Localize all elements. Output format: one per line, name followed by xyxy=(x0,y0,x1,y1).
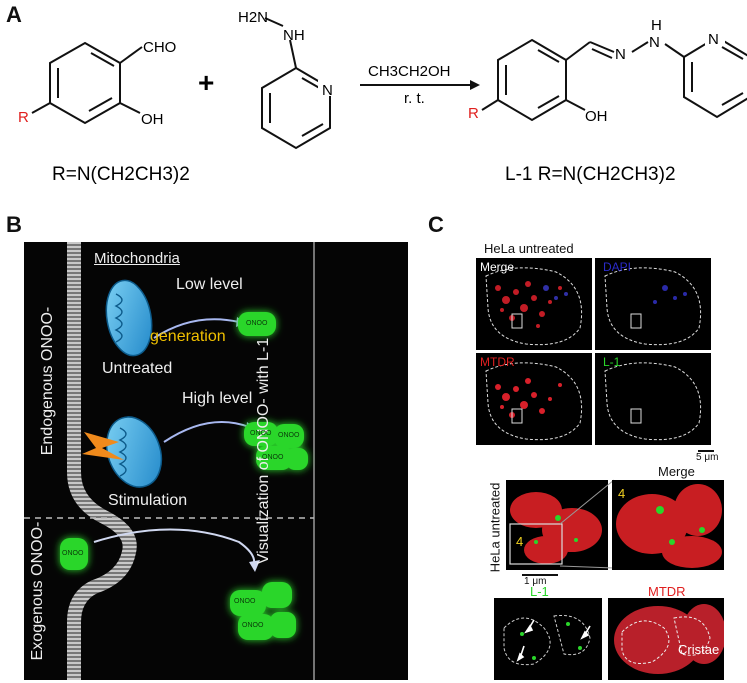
reactant2-n: N xyxy=(322,82,333,99)
onoo-blob-high-3 xyxy=(256,446,292,470)
product-oh: OH xyxy=(585,108,608,125)
onoo-blob-exo-1 xyxy=(230,590,266,616)
blob-text-exo-1: ONOO xyxy=(234,598,256,605)
reactant2-h2n: H2N xyxy=(238,9,268,26)
micro-dapi: DAPI xyxy=(595,258,711,350)
micro-l1: L-1 xyxy=(595,353,711,445)
mitochondrion-stimulated xyxy=(105,416,163,488)
scale-bar-1um xyxy=(522,574,558,576)
panel-a-scheme: CHO OH R + H2N NH N CH3CH2OH r. t. N xyxy=(18,9,747,185)
micro-l1-detail xyxy=(494,598,602,680)
merge2-label: Merge xyxy=(658,464,695,479)
cristae-label: Cristae xyxy=(678,642,720,657)
reactant2-nh: NH xyxy=(283,27,305,44)
product-structure xyxy=(481,35,747,122)
micro-merge-zoom: 4 xyxy=(506,480,608,570)
micro-mtdr-detail: Cristae xyxy=(608,598,724,680)
arrow-high xyxy=(163,421,250,443)
mtdr-label: MTDR xyxy=(480,355,515,369)
product-n3: N xyxy=(708,31,719,48)
blob-text-high-3: ONOO xyxy=(262,454,284,461)
r-definition-right: L-1 R=N(CH2CH3)2 xyxy=(505,164,676,185)
blob-text-high-1: ONOO xyxy=(250,430,272,437)
condition-label: r. t. xyxy=(404,90,425,107)
panel-b-schematic: Mitochondria Low level generation Untrea… xyxy=(24,242,408,680)
reactant1-ring xyxy=(31,41,143,125)
product-n2: N xyxy=(649,34,660,51)
reactant1-oh: OH xyxy=(141,111,164,128)
onoo-blob-high-2 xyxy=(274,424,304,448)
panel-b-label: B xyxy=(6,212,22,237)
blob-text-low: ONOO xyxy=(246,320,268,327)
product-n1: N xyxy=(615,46,626,63)
mtdr-b-label: MTDR xyxy=(648,584,686,599)
panel-c-label: C xyxy=(428,212,444,237)
plus-sign: + xyxy=(198,67,214,98)
scale-1um-label: 1 μm xyxy=(524,576,547,587)
reactant1-cho: CHO xyxy=(143,39,176,56)
l1-label: L-1 xyxy=(603,355,621,369)
untreated-label: Untreated xyxy=(102,360,173,377)
scale-bar-5um xyxy=(698,450,714,452)
arrow-low xyxy=(153,318,240,339)
solvent-label: CH3CH2OH xyxy=(368,63,451,80)
stimulation-label: Stimulation xyxy=(108,492,188,509)
endogenous-label: Endogenous ONOO- xyxy=(39,306,56,456)
reactant1-r: R xyxy=(18,109,29,126)
onoo-blob-low xyxy=(238,312,276,336)
zoom-4-a: 4 xyxy=(516,534,524,549)
blob-text-exo-3: ONOO xyxy=(242,622,264,629)
onoo-blob-exo-3 xyxy=(238,614,274,640)
product-r: R xyxy=(468,105,479,122)
cell-membrane xyxy=(67,242,137,680)
micro-merge: Merge xyxy=(476,258,592,350)
scale-5um-label: 5 μm xyxy=(696,452,719,463)
onoo-blob-high-4 xyxy=(286,448,308,470)
micro-mtdr: MTDR xyxy=(476,353,592,445)
side-label-hela: HeLa untreated xyxy=(487,482,503,573)
panel-a-label: A xyxy=(6,2,22,27)
arrow-exo xyxy=(93,528,256,565)
panel-c-title: HeLa untreated xyxy=(484,241,574,256)
zoom-4-b: 4 xyxy=(618,486,626,501)
visualization-label: Visualization of ONOO- with L-1 xyxy=(255,337,272,565)
mitochondrion-untreated xyxy=(105,279,153,357)
onoo-blob-exo-2 xyxy=(262,582,292,608)
micro-merge-detail: 4 xyxy=(612,480,724,570)
blob-text-high-2: ONOO xyxy=(278,432,300,439)
high-level-label: High level xyxy=(182,390,253,407)
mitochondria-label: Mitochondria xyxy=(94,250,180,267)
blob-text-exo-src: ONOO xyxy=(62,550,84,557)
stimulation-bolt-icon xyxy=(82,432,124,460)
onoo-blob-exo-4 xyxy=(270,612,296,638)
low-level-label: Low level xyxy=(176,276,243,293)
onoo-blob-high-1 xyxy=(244,422,278,446)
generation-label: generation xyxy=(150,328,226,345)
product-h: H xyxy=(651,17,662,34)
zoom-connector xyxy=(560,479,615,569)
merge-label: Merge xyxy=(480,260,515,274)
onoo-blob-exo-src xyxy=(60,538,88,570)
l1-b-label: L-1 xyxy=(530,584,549,599)
dapi-label: DAPI xyxy=(603,260,632,274)
r-definition-left: R=N(CH2CH3)2 xyxy=(52,164,190,185)
exogenous-label: Exogenous ONOO- xyxy=(29,521,46,661)
